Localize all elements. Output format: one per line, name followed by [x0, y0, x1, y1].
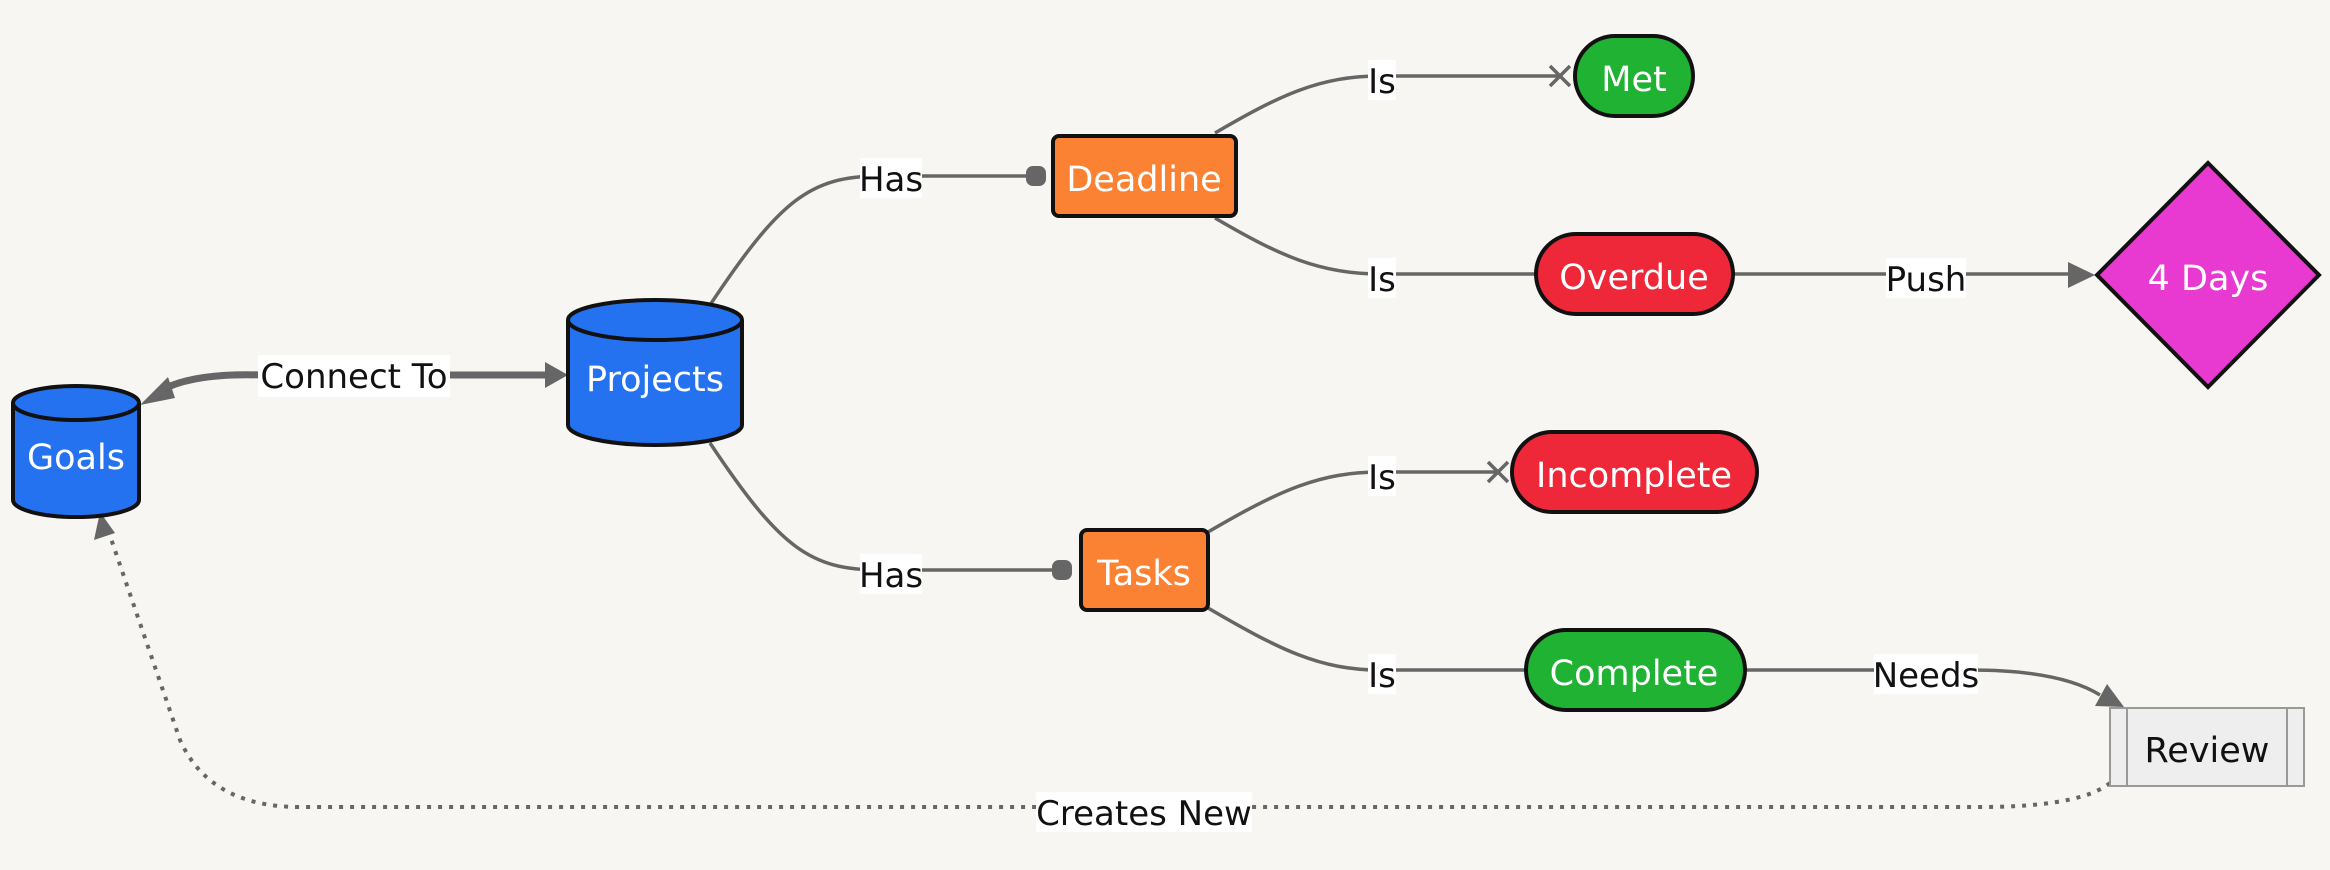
node-review[interactable]: Review [2109, 707, 2305, 787]
node-incomplete[interactable]: Incomplete [1510, 430, 1759, 514]
node-complete[interactable]: Complete [1524, 628, 1747, 712]
svg-text:Is: Is [1368, 656, 1396, 696]
arrowhead-to-goals [140, 377, 175, 405]
svg-text:Complete: Complete [1550, 654, 1719, 694]
node-deadline[interactable]: Deadline [1051, 134, 1238, 218]
svg-text:Deadline: Deadline [1066, 160, 1221, 200]
circle-end-tasks [1052, 560, 1072, 580]
svg-text:Incomplete: Incomplete [1536, 456, 1732, 496]
arrowhead-to-review [2095, 684, 2124, 707]
edge-review-goals [106, 529, 2112, 809]
arrowhead-to-4days [2068, 262, 2095, 288]
circle-end-deadline [1026, 166, 1046, 186]
cross-end-incomplete [1486, 460, 1510, 484]
node-4-days[interactable]: 4 Days [2094, 160, 2322, 390]
edge-label-creates-new: Creates New [1036, 792, 1252, 834]
edge-label-push: Push [1886, 258, 1967, 300]
svg-text:Is: Is [1368, 260, 1396, 300]
svg-text:Connect To: Connect To [260, 357, 447, 397]
svg-text:Overdue: Overdue [1559, 258, 1709, 298]
svg-text:Needs: Needs [1873, 656, 1980, 696]
edge-label-is-met: Is [1368, 60, 1396, 102]
arrowhead-to-projects [545, 362, 568, 388]
edge-tasks-incomplete [1207, 470, 1500, 534]
svg-text:Review: Review [2145, 731, 2270, 771]
svg-text:Goals: Goals [27, 438, 125, 478]
svg-text:Has: Has [859, 556, 923, 596]
node-goals[interactable]: Goals [11, 384, 141, 519]
svg-text:Creates New: Creates New [1036, 794, 1252, 834]
svg-text:Has: Has [859, 160, 923, 200]
edge-tasks-complete [1207, 606, 1526, 672]
svg-text:4 Days: 4 Days [2148, 259, 2269, 299]
edge-label-has-deadline: Has [859, 158, 923, 200]
node-overdue[interactable]: Overdue [1534, 232, 1735, 316]
edge-label-is-incomplete: Is [1368, 456, 1396, 498]
edge-label-connect-to: Connect To [258, 355, 450, 397]
svg-text:Tasks: Tasks [1096, 554, 1191, 594]
edge-projects-tasks [708, 442, 1058, 572]
node-tasks[interactable]: Tasks [1079, 528, 1210, 612]
svg-text:Met: Met [1601, 60, 1666, 100]
node-projects[interactable]: Projects [566, 298, 744, 447]
svg-text:Push: Push [1886, 260, 1967, 300]
edge-label-needs: Needs [1873, 654, 1980, 696]
node-met[interactable]: Met [1573, 34, 1695, 118]
arrowhead-to-goals-dotted [94, 512, 115, 540]
svg-text:Is: Is [1368, 62, 1396, 102]
edge-label-is-overdue: Is [1368, 258, 1396, 300]
edge-label-is-complete: Is [1368, 654, 1396, 696]
svg-text:Is: Is [1368, 458, 1396, 498]
edge-label-has-tasks: Has [859, 554, 923, 596]
cross-end-met [1548, 64, 1572, 88]
svg-text:Projects: Projects [586, 360, 724, 400]
